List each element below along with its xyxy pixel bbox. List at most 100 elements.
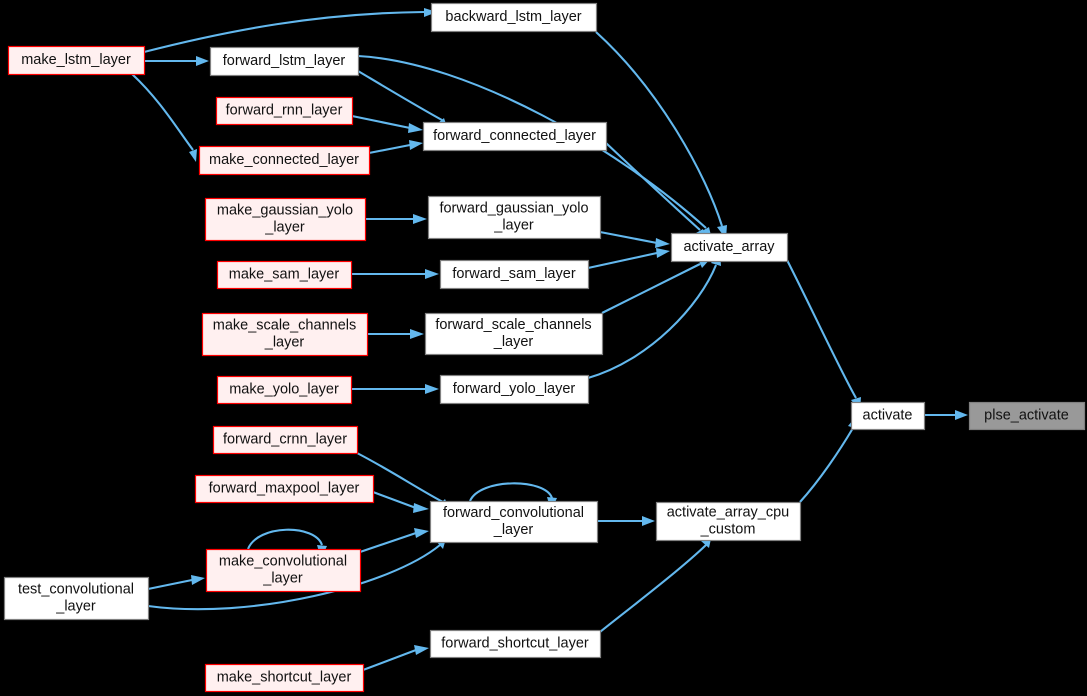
node-forward_lstm_layer[interactable]: forward_lstm_layer (209, 46, 360, 77)
node-backward_lstm_layer[interactable]: backward_lstm_layer (430, 2, 598, 33)
node-box[interactable] (429, 500, 599, 544)
node-test_convolutional_layer[interactable]: test_convolutional_layer (3, 576, 150, 621)
node-box[interactable] (850, 401, 926, 431)
arrowhead-icon (408, 123, 423, 133)
arrowhead-icon (424, 8, 437, 17)
node-label: make_scale_channels (213, 317, 356, 333)
node-activate[interactable]: activate (850, 401, 926, 431)
arrowhead-icon (642, 516, 655, 526)
arrowhead-icon (196, 56, 209, 66)
node-box[interactable] (429, 629, 602, 659)
edge-forward_sam_layer-to-activate_array (587, 248, 670, 270)
edge-line (599, 230, 658, 245)
node-box[interactable] (216, 375, 353, 405)
node-box[interactable] (439, 374, 590, 405)
node-forward_convolutional_layer[interactable]: forward_convolutional_layer (429, 500, 599, 544)
node-forward_scale_channels_layer[interactable]: forward_scale_channels_layer (424, 312, 604, 356)
edge-line (469, 482, 553, 502)
node-forward_maxpool_layer[interactable]: forward_maxpool_layer (194, 474, 375, 504)
node-box[interactable] (204, 197, 367, 242)
node-label: activate_array (683, 239, 775, 255)
node-label: forward_gaussian_yolo (439, 200, 588, 216)
node-forward_yolo_layer[interactable]: forward_yolo_layer (439, 374, 590, 405)
edge-forward_shortcut_layer-to-activate_array_cpu_custom (599, 534, 712, 633)
edge-make_scale_channels_layer-to-forward_scale_channels_layer (367, 329, 424, 339)
edge-make_connected_layer-to-forward_connected_layer (368, 140, 423, 155)
node-label: activate_array_cpu (667, 504, 790, 520)
arrowhead-icon (414, 528, 429, 538)
node-box[interactable] (422, 121, 608, 152)
node-activate_array[interactable]: activate_array (670, 232, 789, 263)
node-box[interactable] (427, 195, 602, 240)
node-label: forward_rnn_layer (226, 102, 343, 118)
node-box[interactable] (209, 46, 360, 77)
node-forward_rnn_layer[interactable]: forward_rnn_layer (215, 96, 354, 126)
node-box[interactable] (201, 312, 369, 357)
node-label: activate (863, 407, 913, 423)
node-make_yolo_layer[interactable]: make_yolo_layer (216, 375, 353, 405)
edge-line (147, 578, 193, 591)
edge-line (143, 10, 425, 54)
edge-activate-to-plse_activate (924, 410, 968, 420)
arrowhead-icon (413, 503, 429, 513)
node-box[interactable] (7, 45, 146, 76)
edge-make_convolutional_layer-to-forward_convolutional_layer (359, 528, 429, 553)
edge-make_lstm_layer-to-make_connected_layer (131, 73, 197, 162)
node-box[interactable] (655, 501, 802, 542)
edge-make_yolo_layer-to-forward_yolo_layer (351, 384, 439, 394)
node-label: make_sam_layer (229, 266, 340, 282)
node-make_scale_channels_layer[interactable]: make_scale_channels_layer (201, 312, 369, 357)
node-forward_crnn_layer[interactable]: forward_crnn_layer (212, 425, 359, 455)
node-make_connected_layer[interactable]: make_connected_layer (198, 145, 371, 176)
node-forward_sam_layer[interactable]: forward_sam_layer (439, 259, 590, 290)
arrowhead-icon (191, 575, 205, 585)
node-label: make_connected_layer (209, 152, 359, 168)
node-box[interactable] (215, 96, 354, 126)
arrowhead-icon (656, 248, 670, 258)
node-box[interactable] (430, 2, 598, 33)
edge-line (786, 259, 857, 399)
node-box[interactable] (216, 260, 353, 290)
node-box[interactable] (439, 259, 590, 290)
edge-line (359, 532, 417, 553)
node-label: make_shortcut_layer (217, 669, 352, 685)
arrowhead-icon (413, 214, 427, 224)
edge-line (601, 263, 701, 314)
node-activate_array_cpu_custom[interactable]: activate_array_cpu_custom (655, 501, 802, 542)
edge-line (595, 31, 724, 227)
node-label: make_lstm_layer (21, 52, 131, 68)
edge-line (247, 528, 323, 550)
node-box[interactable] (204, 663, 365, 693)
node-forward_connected_layer[interactable]: forward_connected_layer (422, 121, 608, 152)
arrowhead-icon (189, 149, 197, 162)
node-make_sam_layer[interactable]: make_sam_layer (216, 260, 353, 290)
edge-backward_lstm_layer-to-activate_array (595, 31, 727, 239)
node-make_convolutional_layer[interactable]: make_convolutional_layer (205, 548, 362, 593)
edge-make_lstm_layer-to-forward_lstm_layer (144, 56, 209, 66)
node-make_shortcut_layer[interactable]: make_shortcut_layer (204, 663, 365, 693)
node-box[interactable] (212, 425, 359, 455)
node-box[interactable] (194, 474, 375, 504)
edge-line (799, 427, 854, 503)
node-label: _layer (264, 334, 305, 350)
node-box[interactable] (198, 145, 371, 176)
edge-forward_gaussian_yolo_layer-to-activate_array (599, 230, 670, 248)
node-box[interactable] (670, 232, 789, 263)
node-make_gaussian_yolo_layer[interactable]: make_gaussian_yolo_layer (204, 197, 367, 242)
edge-line (372, 491, 417, 509)
node-plse_activate[interactable]: plse_activate (968, 401, 1086, 431)
node-box[interactable] (3, 576, 150, 621)
node-forward_gaussian_yolo_layer[interactable]: forward_gaussian_yolo_layer (427, 195, 602, 240)
edge-line (357, 54, 707, 229)
node-box[interactable] (968, 401, 1086, 431)
edge-activate_array-to-activate (786, 259, 861, 411)
node-forward_shortcut_layer[interactable]: forward_shortcut_layer (429, 629, 602, 659)
node-box[interactable] (424, 312, 604, 356)
edge-forward_scale_channels_layer-to-activate_array (601, 257, 712, 314)
edge-test_convolutional_layer-to-make_convolutional_layer (147, 575, 205, 591)
node-label: plse_activate (984, 407, 1069, 423)
edge-line (362, 649, 417, 671)
node-box[interactable] (205, 548, 362, 593)
node-make_lstm_layer[interactable]: make_lstm_layer (7, 45, 146, 76)
